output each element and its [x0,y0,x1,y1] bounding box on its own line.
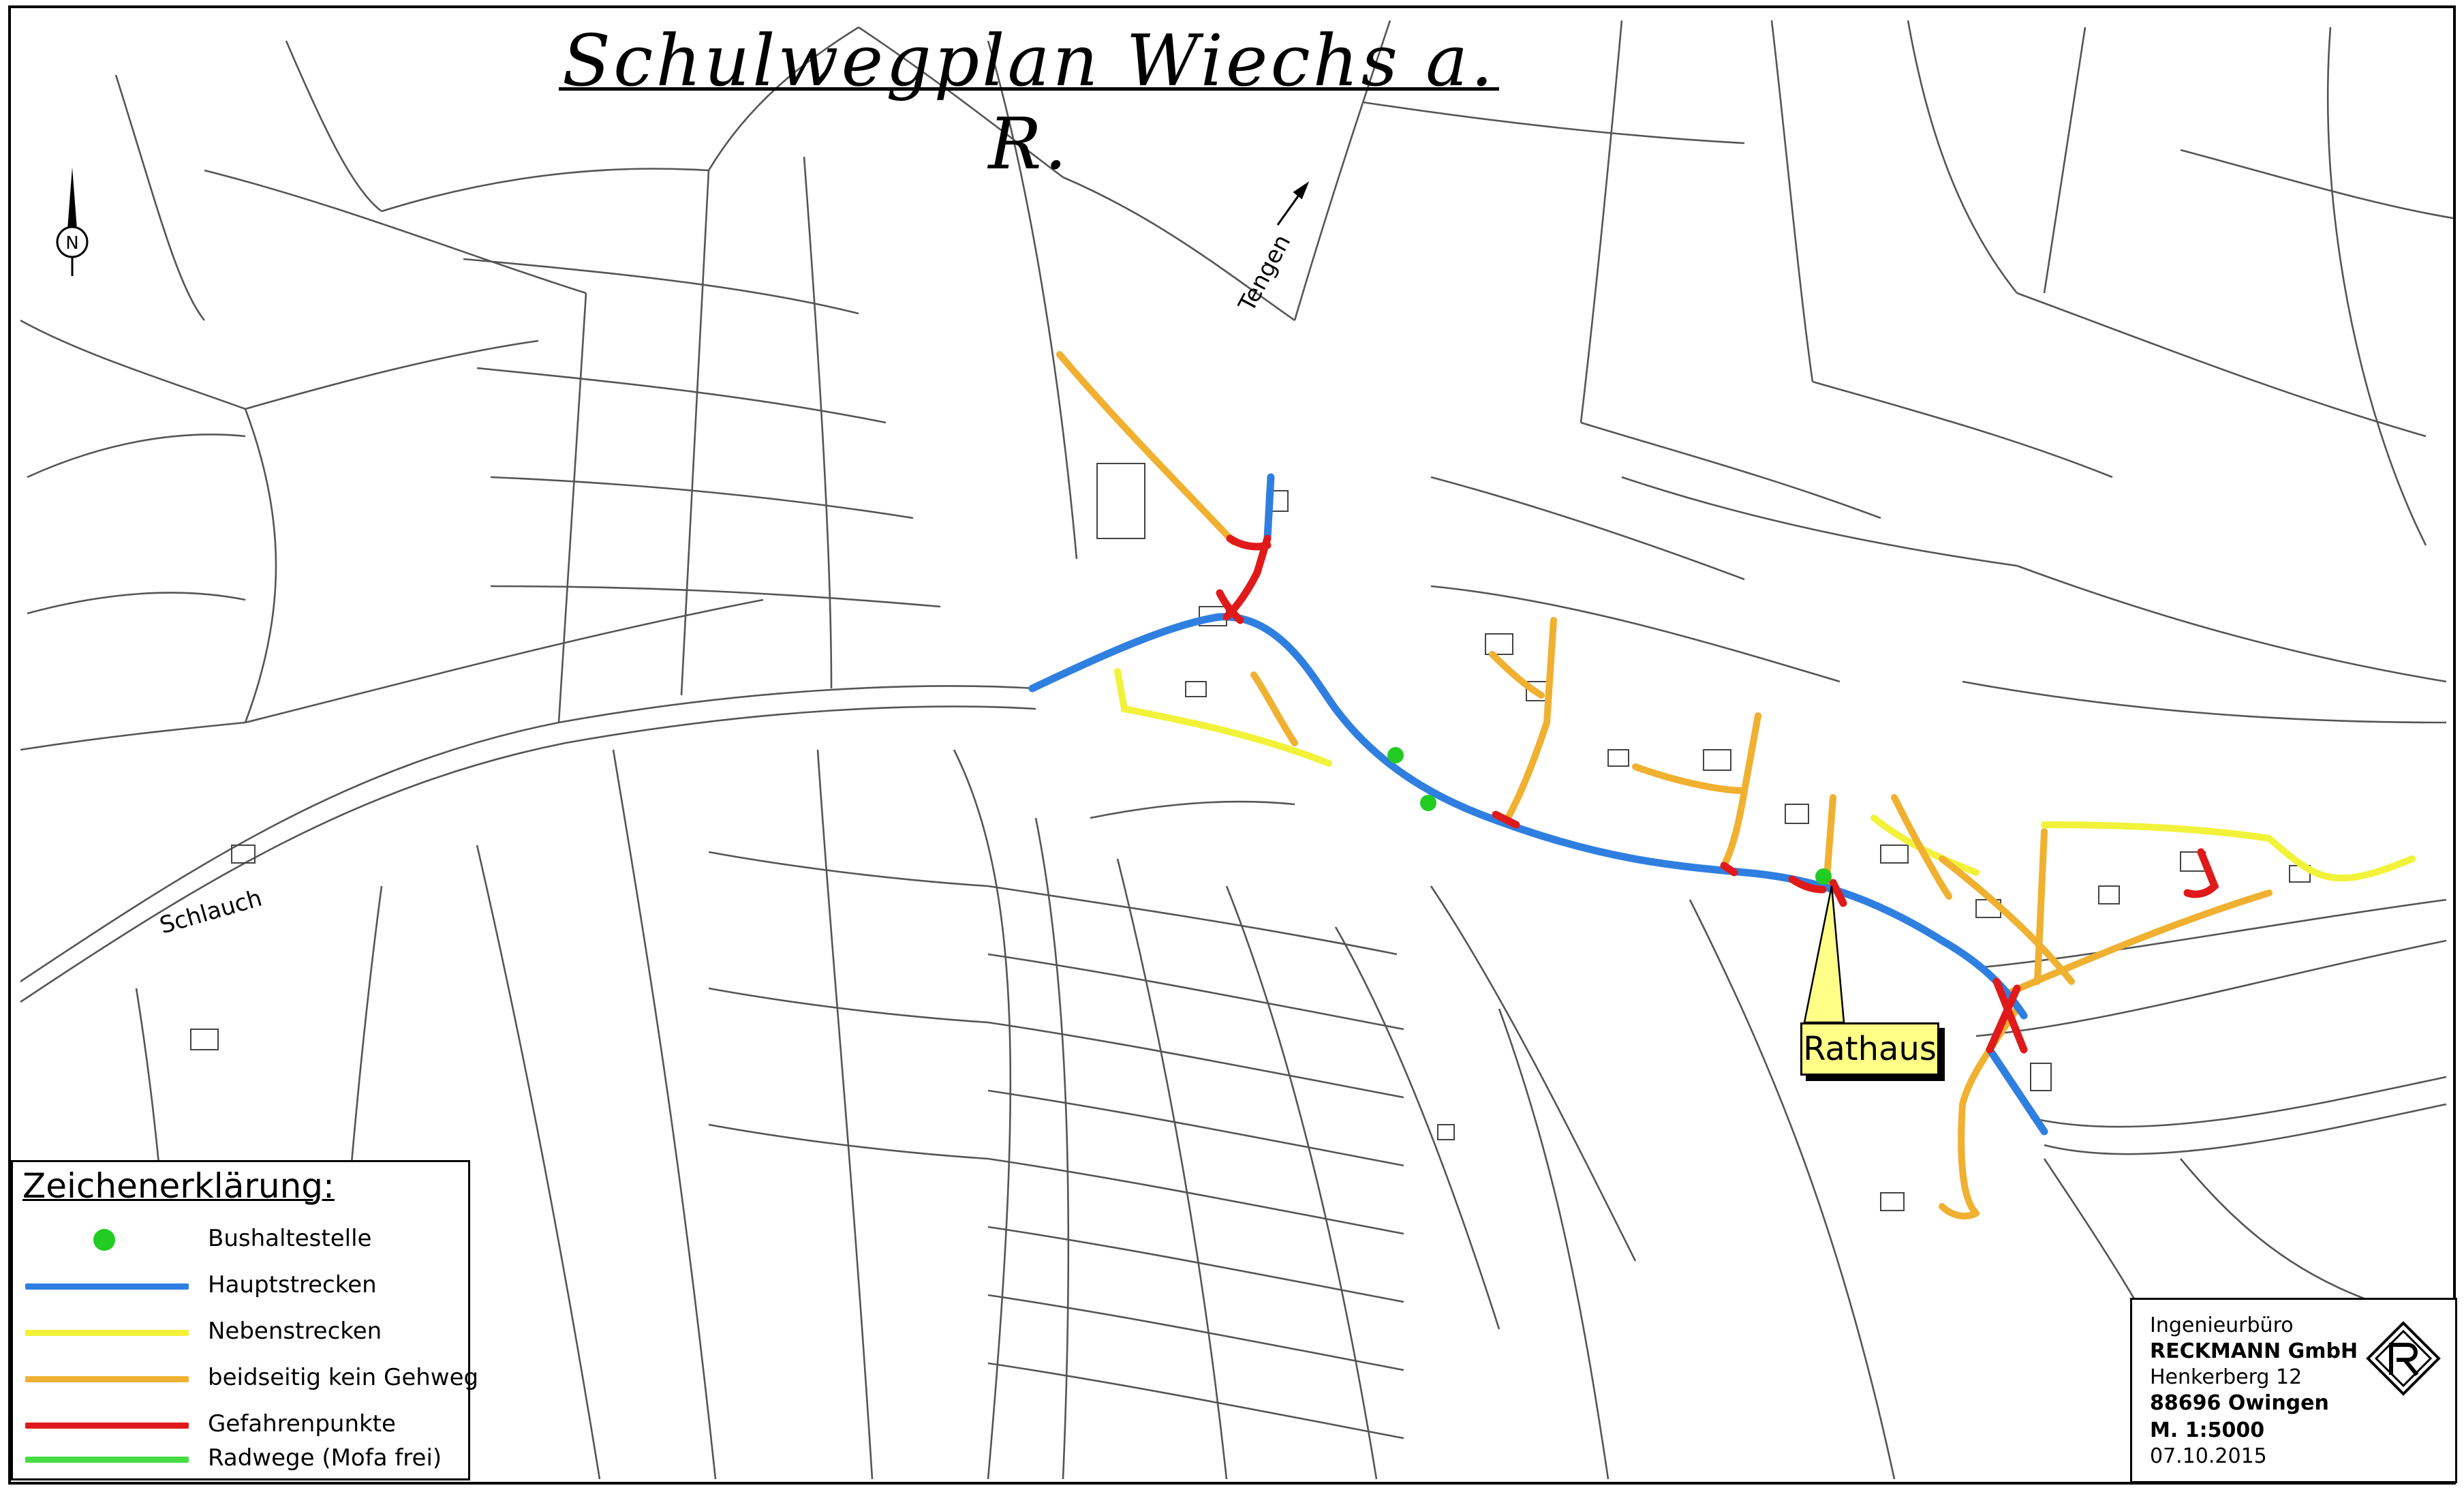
legend-item-label: Bushaltestelle [208,1225,372,1252]
legend-swatch [25,1330,189,1336]
svg-text:N: N [65,233,78,254]
route-hauptstrecken [1028,473,2048,1136]
reckmann-logo-icon [2366,1321,2441,1396]
legend-swatch [25,1457,189,1463]
title-block: Ingenieurbüro RECKMANN GmbH Henkerberg 1… [2130,1298,2457,1483]
rathaus-label: Rathaus [1800,1022,1939,1076]
route-gefahrenpunkte [1216,534,2219,1054]
legend-item-label: Hauptstrecken [208,1271,377,1298]
legend-item-hauptstrecken: Hauptstrecken [13,1264,469,1305]
bus-stop-marker [1420,795,1436,811]
route-kein-gehweg [1056,351,2273,1220]
bus-stops [1387,747,1832,885]
bus-stop-marker [1387,747,1404,763]
buildings [190,463,2311,1211]
legend-item-label: Nebenstrecken [208,1318,382,1345]
legend-item-label: beidseitig kein Gehweg [208,1364,479,1391]
company-city: 88696 Owingen [2150,1391,2329,1415]
office-label: Ingenieurbüro [2150,1313,2294,1337]
map-scale: M. 1:5000 [2150,1418,2265,1442]
route-nebenstrecken [1114,668,2416,882]
rathaus-pointer [1803,885,1845,1024]
legend-swatch [93,1229,115,1251]
legend-swatch [25,1423,189,1429]
title-underline [559,87,1499,91]
legend-item-gefahrenpunkte: Gefahrenpunkte [13,1403,469,1444]
company-name: RECKMANN GmbH [2150,1339,2358,1363]
map-date: 07.10.2015 [2150,1444,2267,1468]
legend-item-nebenstrecken: Nebenstrecken [13,1311,469,1352]
legend: Zeichenerklärung: Bushaltestelle Hauptst… [11,1160,478,1480]
legend-item-bushaltestelle: Bushaltestelle [13,1218,469,1259]
bus-stop-marker [1815,868,1832,885]
north-arrow-icon: N [56,167,89,276]
legend-swatch [25,1376,189,1382]
map-title: Schulwegplan Wiechs a. R. [561,19,1496,185]
legend-item-label: Radwege (Mofa frei) [208,1444,442,1472]
legend-item-radwege: Radwege (Mofa frei) [13,1438,469,1478]
legend-title: Zeichenerklärung: [22,1166,335,1206]
legend-item-kein-gehweg: beidseitig kein Gehweg [13,1357,478,1398]
map-frame [8,5,2456,1485]
legend-item-label: Gefahrenpunkte [208,1410,396,1438]
company-street: Henkerberg 12 [2150,1365,2303,1389]
tengen-arrow-icon [1276,181,1310,226]
legend-swatch [25,1283,189,1290]
